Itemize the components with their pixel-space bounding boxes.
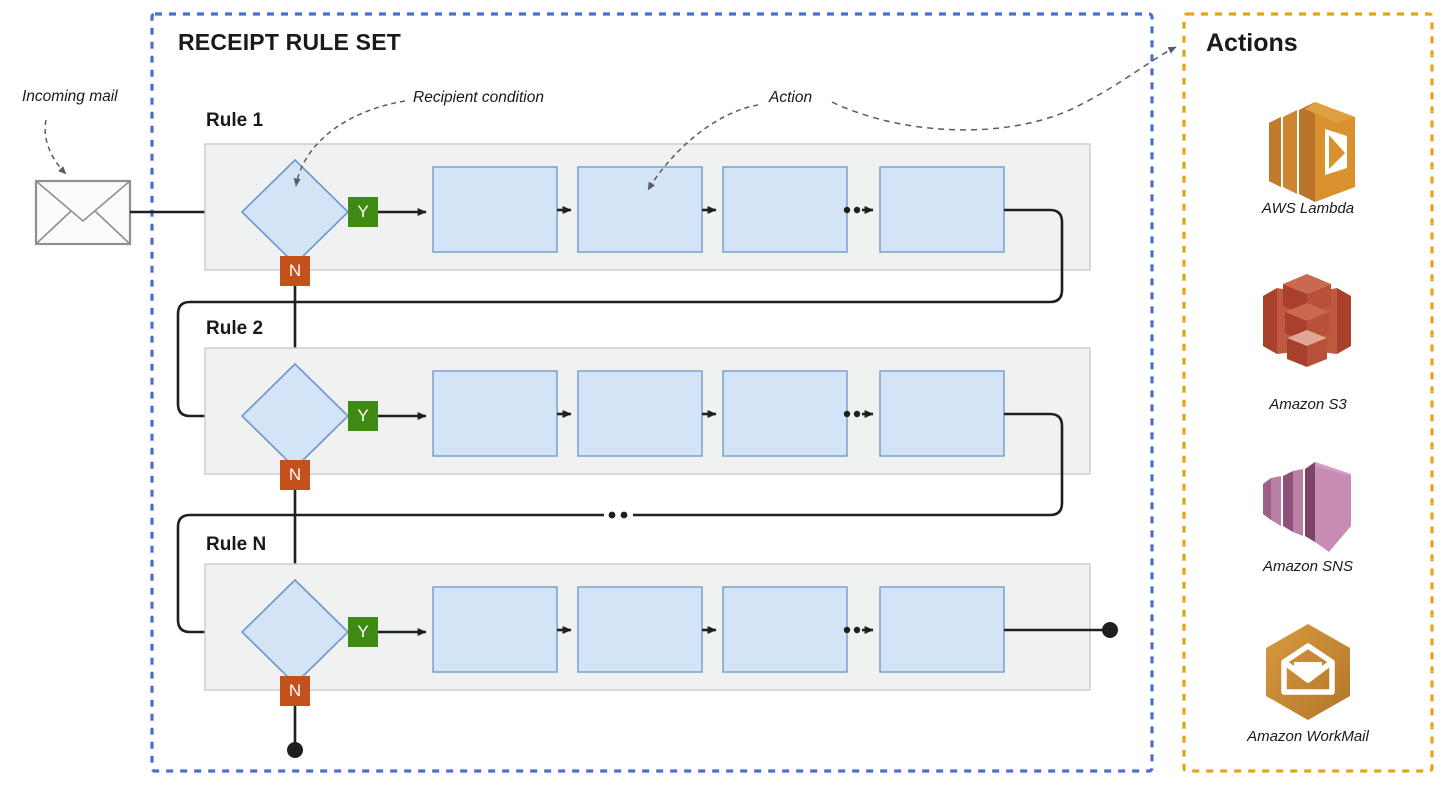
rule-2-action-2 [577,370,703,457]
actions-panel-title: Actions [1206,29,1298,57]
rule-1-action-ellipsis [843,206,861,214]
rule-1-no-badge: N [280,256,310,286]
rule-1-action-1 [432,166,558,253]
rule-n-action-2 [577,586,703,673]
envelope-icon [34,179,132,246]
rule-1-action-3 [722,166,848,253]
rule-2-action-4 [879,370,1005,457]
rule-1-action-2 [577,166,703,253]
rule-2-action-ellipsis [843,410,861,418]
incoming-mail-pointer [44,119,67,175]
rule-n-action-4 [879,586,1005,673]
amazon-workmail-icon [1266,624,1350,720]
rule-n-group [204,563,1118,758]
rule-2-name: Rule 2 [206,318,264,339]
recipient-condition-leader [293,100,406,187]
recipient-condition-label: Recipient condition [413,89,544,106]
rule-2-no-badge: N [280,460,310,490]
action-label: Action [769,89,813,106]
rule-n-no-badge: N [280,676,310,706]
amazon-s3-icon [1263,274,1351,367]
action-item-label-amazon-sns: Amazon SNS [1262,558,1354,575]
action-to-panel-leader [831,46,1177,131]
action-item-label-amazon-workmail: Amazon WorkMail [1247,728,1369,745]
rule-n-action-3 [722,586,848,673]
action-item-label-aws-lambda: AWS Lambda [1261,200,1355,217]
rule-1-action-4 [879,166,1005,253]
actions-panel-border [1182,12,1434,773]
rule-n-no-terminal [287,742,303,758]
rule-2-action-3 [722,370,848,457]
aws-lambda-icon [1269,102,1355,202]
rule-n-action-1 [432,586,558,673]
rule-1-group [176,143,1091,420]
rule-2-loopback-path-left [176,513,604,636]
rule-2-action-1 [432,370,558,457]
rule-n-name: Rule N [206,534,267,555]
ruleset-title: RECEIPT RULE SET [178,29,402,55]
between-rules-ellipsis [608,511,628,519]
ruleset-border [150,12,1154,773]
rule-n-yes-badge: Y [348,617,378,647]
rule-2-yes-badge: Y [348,401,378,431]
rule-1-loopback-path [176,208,1064,420]
rule-n-action-ellipsis [843,626,861,634]
rule-1-yes-badge: Y [348,197,378,227]
rule-n-end-terminal [1102,622,1118,638]
incoming-mail-label: Incoming mail [22,88,118,105]
action-leader-left [647,104,759,191]
rule-1-name: Rule 1 [206,110,264,131]
rule-2-loopback-path-right [633,412,1064,517]
action-item-label-amazon-s3: Amazon S3 [1269,396,1347,413]
amazon-sns-icon [1263,462,1351,552]
